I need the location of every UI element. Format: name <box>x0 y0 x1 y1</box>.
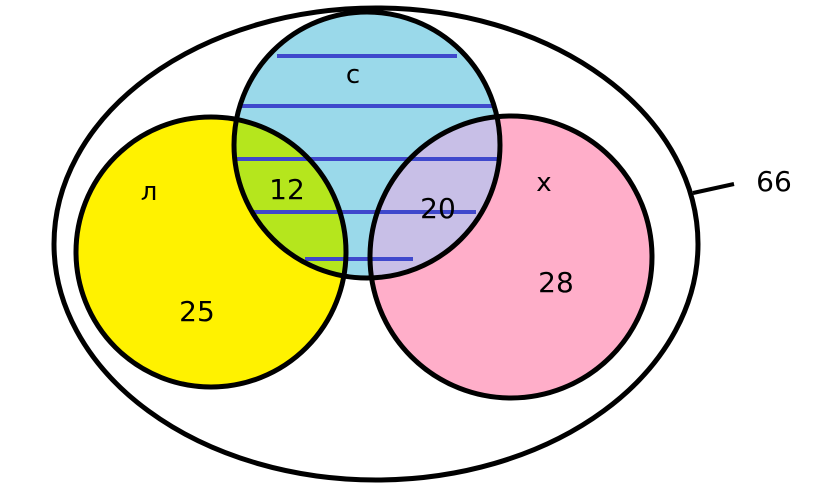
universe-pointer-line <box>692 182 735 195</box>
set-s-stripes <box>237 54 500 261</box>
overlap-s-x-region <box>370 116 500 278</box>
set-s-label: с <box>346 60 360 90</box>
region-s-l-value: 12 <box>269 173 305 206</box>
region-l-only-value: 25 <box>179 295 215 328</box>
set-x-outline <box>367 113 655 401</box>
overlap-s-l-region <box>234 117 346 278</box>
region-x-only-value: 28 <box>538 266 574 299</box>
universe-value: 66 <box>756 165 792 198</box>
set-l-outline <box>73 114 349 390</box>
set-s-outline <box>231 9 503 281</box>
set-x-label: х <box>536 168 551 198</box>
region-s-x-value: 20 <box>420 192 456 225</box>
set-l-label: л <box>141 177 158 207</box>
